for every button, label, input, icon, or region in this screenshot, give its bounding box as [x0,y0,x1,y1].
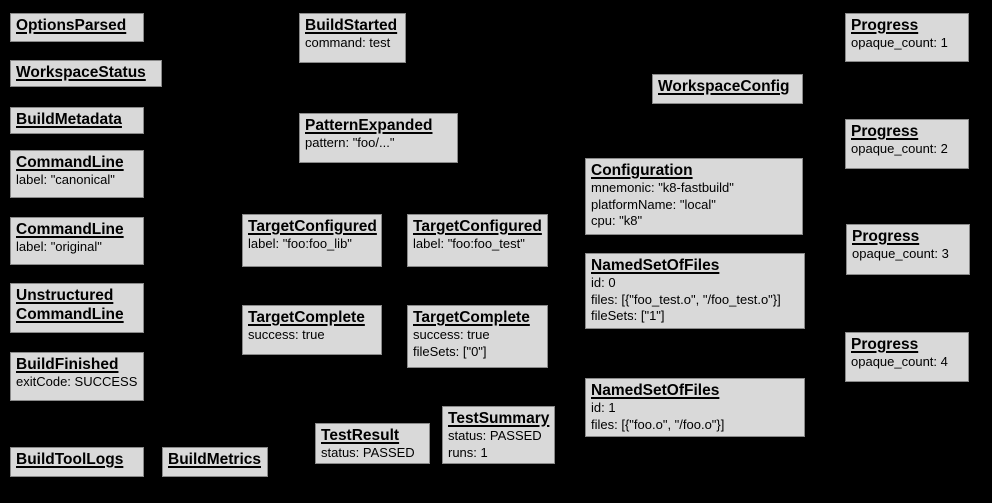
event-field: id: 1 [591,400,616,415]
event-box-named-set-of-files-1: NamedSetOfFiles id: 1 files: [{"foo.o", … [585,378,805,437]
event-title: TargetConfigured [248,218,377,235]
event-box-target-configured-foo-lib: TargetConfigured label: "foo:foo_lib" [242,214,382,267]
event-box-workspace-status: WorkspaceStatus [10,60,162,87]
event-title: BuildToolLogs [16,451,124,468]
event-field: command: test [305,35,391,50]
event-field: label: "foo:foo_test" [413,236,525,251]
event-title: Progress [851,17,919,34]
event-title: TargetConfigured [413,218,542,235]
event-box-progress-4: Progress opaque_count: 4 [845,332,969,382]
event-field: id: 0 [591,275,616,290]
event-field: success: true [413,327,490,342]
event-field: opaque_count: 4 [851,354,948,369]
event-box-build-metrics: BuildMetrics [162,447,268,477]
event-field: pattern: "foo/..." [305,135,395,150]
event-field: cpu: "k8" [591,213,643,228]
event-field: opaque_count: 3 [852,246,949,261]
event-box-build-metadata: BuildMetadata [10,107,144,134]
event-title: OptionsParsed [16,17,127,34]
event-box-configuration: Configuration mnemonic: "k8-fastbuild" p… [585,158,803,235]
event-box-build-tool-logs: BuildToolLogs [10,447,144,477]
event-field: label: "original" [16,239,102,254]
event-title: WorkspaceStatus [16,64,146,81]
event-field: opaque_count: 1 [851,35,948,50]
event-title: Configuration [591,162,693,179]
event-title: BuildFinished [16,356,119,373]
event-box-test-result: TestResult status: PASSED [315,423,430,464]
event-title: PatternExpanded [305,117,433,134]
event-title: TargetComplete [413,309,530,326]
event-field: label: "foo:foo_lib" [248,236,352,251]
event-field: platformName: "local" [591,196,716,212]
event-field: status: PASSED [448,428,542,443]
event-field: files: [{"foo.o", "/foo.o"}] [591,416,725,432]
event-title: Progress [852,228,920,245]
event-field: fileSets: ["1"] [591,308,665,323]
event-title: BuildMetadata [16,111,122,128]
event-title: CommandLine [16,154,124,171]
event-box-workspace-config: WorkspaceConfig [652,74,803,104]
event-box-progress-1: Progress opaque_count: 1 [845,13,969,62]
event-box-unstructured-command-line: Unstructured CommandLine [10,283,144,333]
event-title: NamedSetOfFiles [591,257,720,274]
event-title: Progress [851,123,919,140]
event-box-command-line-canonical: CommandLine label: "canonical" [10,150,144,198]
event-title: BuildMetrics [168,451,262,468]
event-box-options-parsed: OptionsParsed [10,13,144,42]
event-field: runs: 1 [448,444,488,460]
event-field: exitCode: SUCCESS [16,374,138,389]
event-title: TestResult [321,427,400,444]
event-title: TestSummary [448,410,550,427]
event-field: status: PASSED [321,445,415,460]
event-field: fileSets: ["0"] [413,343,487,359]
event-field: mnemonic: "k8-fastbuild" [591,180,734,195]
event-box-pattern-expanded: PatternExpanded pattern: "foo/..." [299,113,458,163]
event-box-target-complete-foo-lib: TargetComplete success: true [242,305,382,355]
event-title: Progress [851,336,919,353]
event-box-command-line-original: CommandLine label: "original" [10,217,144,265]
event-box-target-configured-foo-test: TargetConfigured label: "foo:foo_test" [407,214,548,267]
event-box-build-started: BuildStarted command: test [299,13,406,63]
event-field: label: "canonical" [16,172,115,187]
event-title: BuildStarted [305,17,398,34]
event-box-target-complete-foo-test: TargetComplete success: true fileSets: [… [407,305,548,368]
event-box-test-summary: TestSummary status: PASSED runs: 1 [442,406,555,464]
event-title: CommandLine [16,221,124,238]
event-field: files: [{"foo_test.o", "/foo_test.o"}] [591,291,781,307]
event-box-progress-3: Progress opaque_count: 3 [846,224,970,275]
event-box-named-set-of-files-0: NamedSetOfFiles id: 0 files: [{"foo_test… [585,253,805,329]
event-field: opaque_count: 2 [851,141,948,156]
event-box-build-finished: BuildFinished exitCode: SUCCESS [10,352,144,401]
event-title: CommandLine [16,306,124,323]
event-title: NamedSetOfFiles [591,382,720,399]
event-title: WorkspaceConfig [658,78,790,95]
event-title: TargetComplete [248,309,365,326]
event-box-progress-2: Progress opaque_count: 2 [845,119,969,169]
event-title: Unstructured [16,287,114,304]
event-field: success: true [248,327,325,342]
